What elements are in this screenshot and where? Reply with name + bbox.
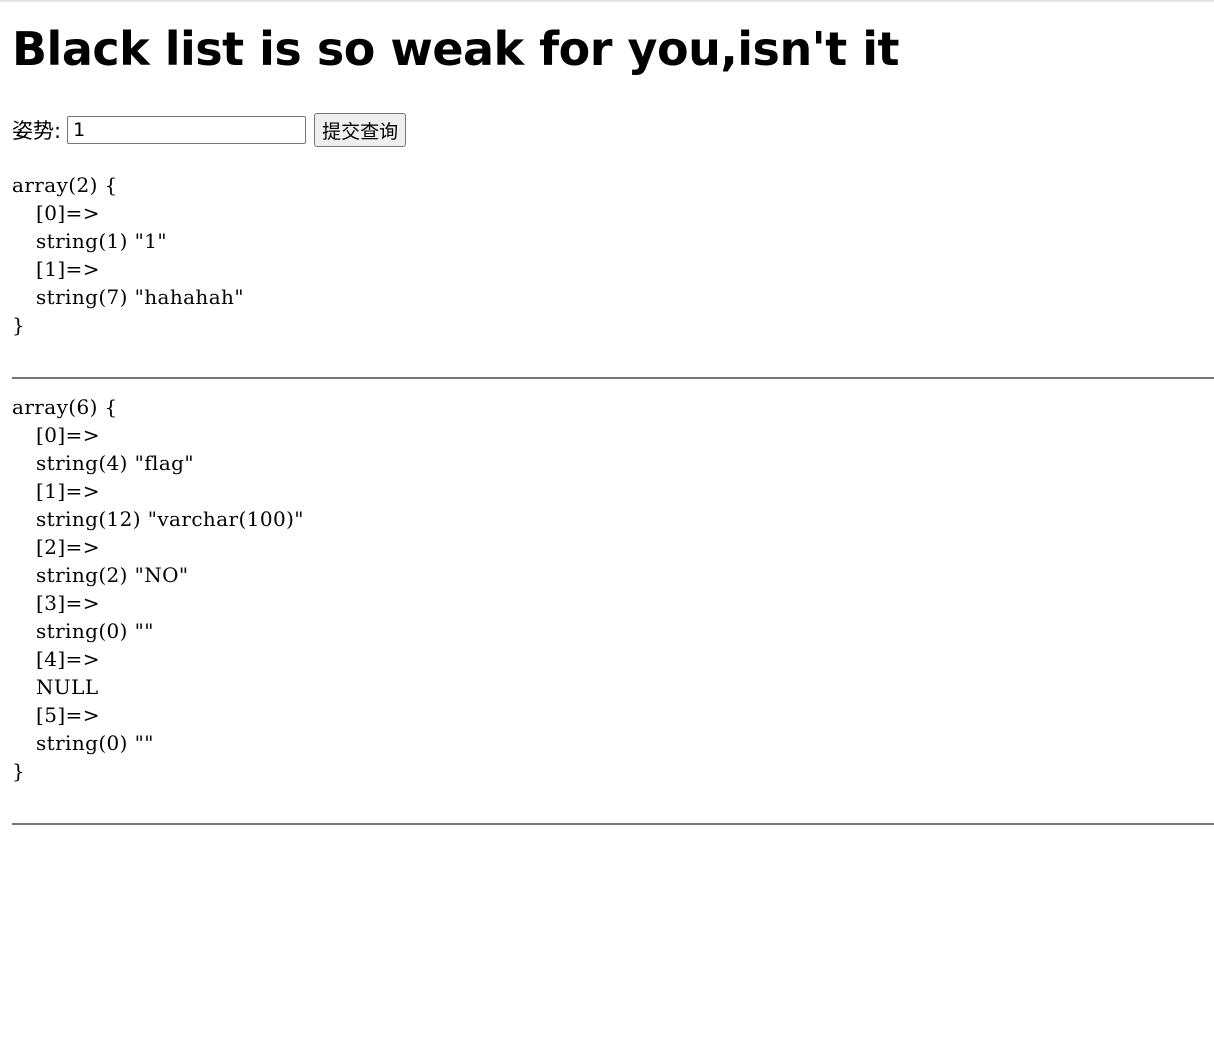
result-dump-2: array(6) { [0]=> string(4) "flag" [1]=> stri…: [12, 393, 304, 785]
dump-header: array(2) {: [12, 173, 118, 197]
dump-line: string(0) "": [36, 731, 154, 755]
dump-line: [1]=>: [36, 479, 100, 503]
query-form: 姿势: 提交查询: [12, 110, 407, 150]
dump-line: string(4) "flag": [36, 451, 194, 475]
dump-line: string(12) "varchar(100)": [36, 507, 304, 531]
dump-line: string(1) "1": [36, 229, 167, 253]
top-border: [0, 0, 1214, 2]
dump-line: [4]=>: [36, 647, 100, 671]
separator: [12, 823, 1214, 825]
dump-line: [0]=>: [36, 423, 100, 447]
result-dump-1: array(2) { [0]=> string(1) "1" [1]=> string(…: [12, 171, 244, 339]
query-input[interactable]: [67, 116, 307, 144]
dump-header: array(6) {: [12, 395, 118, 419]
dump-line: string(7) "hahahah": [36, 285, 244, 309]
submit-button[interactable]: 提交查询: [314, 113, 407, 147]
dump-line: [1]=>: [36, 257, 100, 281]
dump-footer: }: [12, 313, 26, 337]
page-title: Black list is so weak for you,isn't it: [12, 22, 900, 76]
query-label: 姿势:: [12, 119, 62, 143]
dump-line: [3]=>: [36, 591, 100, 615]
dump-line: [5]=>: [36, 703, 100, 727]
dump-footer: }: [12, 759, 26, 783]
dump-line: NULL: [36, 675, 99, 699]
dump-line: string(0) "": [36, 619, 154, 643]
dump-line: [0]=>: [36, 201, 100, 225]
separator: [12, 377, 1214, 379]
dump-line: string(2) "NO": [36, 563, 189, 587]
dump-line: [2]=>: [36, 535, 100, 559]
